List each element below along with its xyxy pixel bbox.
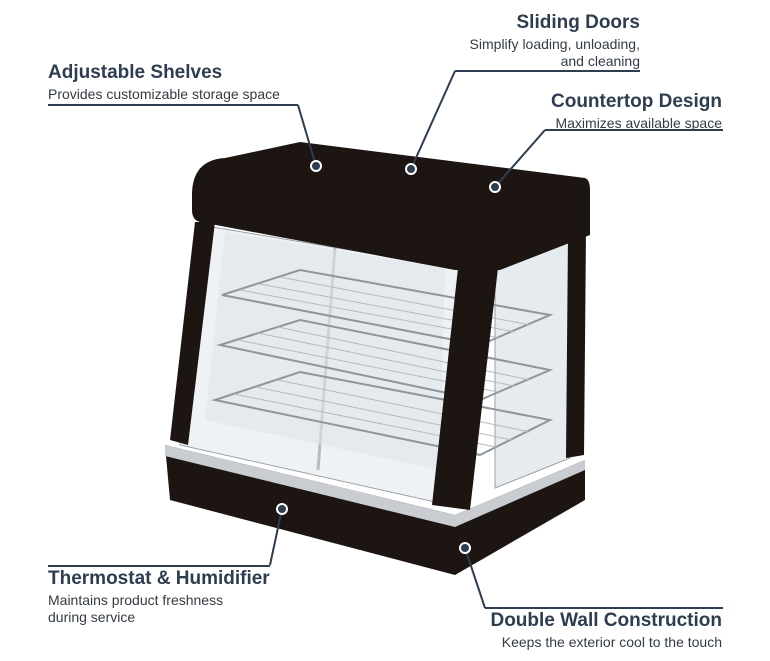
countertop-design-underline — [545, 129, 723, 131]
feature-countertop-design: Countertop Design Maximizes available sp… — [551, 91, 722, 132]
sliding-doors-underline — [455, 70, 640, 72]
top-canopy — [192, 142, 590, 270]
doors-leader — [410, 70, 456, 170]
feature-adjustable-shelves: Adjustable Shelves Provides customizable… — [48, 62, 280, 103]
feature-title: Double Wall Construction — [490, 610, 722, 631]
feature-desc-line1: Maintains product freshness — [48, 592, 224, 608]
double-wall-leader — [464, 547, 486, 609]
feature-double-wall-construction: Double Wall Construction Keeps the exter… — [490, 610, 722, 651]
front-right-frame-post — [432, 268, 498, 510]
feature-title: Thermostat & Humidifier — [48, 568, 270, 589]
feature-desc-line2: and cleaning — [560, 53, 640, 69]
feature-title: Countertop Design — [551, 91, 722, 112]
feature-desc-line1: Simplify loading, unloading, — [469, 36, 640, 52]
countertop-dot — [489, 181, 501, 193]
shelves-dot — [310, 160, 322, 172]
doors-dot — [405, 163, 417, 175]
wire-shelves — [211, 268, 554, 457]
shelves-leader — [297, 104, 317, 167]
thermostat-dot — [276, 503, 288, 515]
feature-desc: Keeps the exterior cool to the touch — [501, 634, 722, 650]
steel-trim — [165, 445, 585, 527]
feature-sliding-doors: Sliding Doors Simplify loading, unloadin… — [470, 12, 640, 70]
left-frame-post — [170, 222, 215, 445]
feature-desc: Provides customizable storage space — [48, 86, 280, 102]
feature-desc-line2: during service — [48, 609, 136, 625]
feature-title: Adjustable Shelves — [48, 62, 223, 83]
feature-desc: Maximizes available space — [555, 115, 722, 131]
thermostat-underline — [48, 565, 270, 567]
feature-thermostat-humidifier: Thermostat & Humidifier Maintains produc… — [48, 568, 270, 626]
double-wall-dot — [459, 542, 471, 554]
adjustable-shelves-underline — [48, 104, 298, 106]
countertop-leader — [494, 129, 546, 188]
double-wall-underline — [485, 607, 723, 609]
thermostat-leader — [269, 508, 283, 566]
back-right-frame-post — [566, 232, 586, 458]
feature-title: Sliding Doors — [516, 12, 641, 33]
